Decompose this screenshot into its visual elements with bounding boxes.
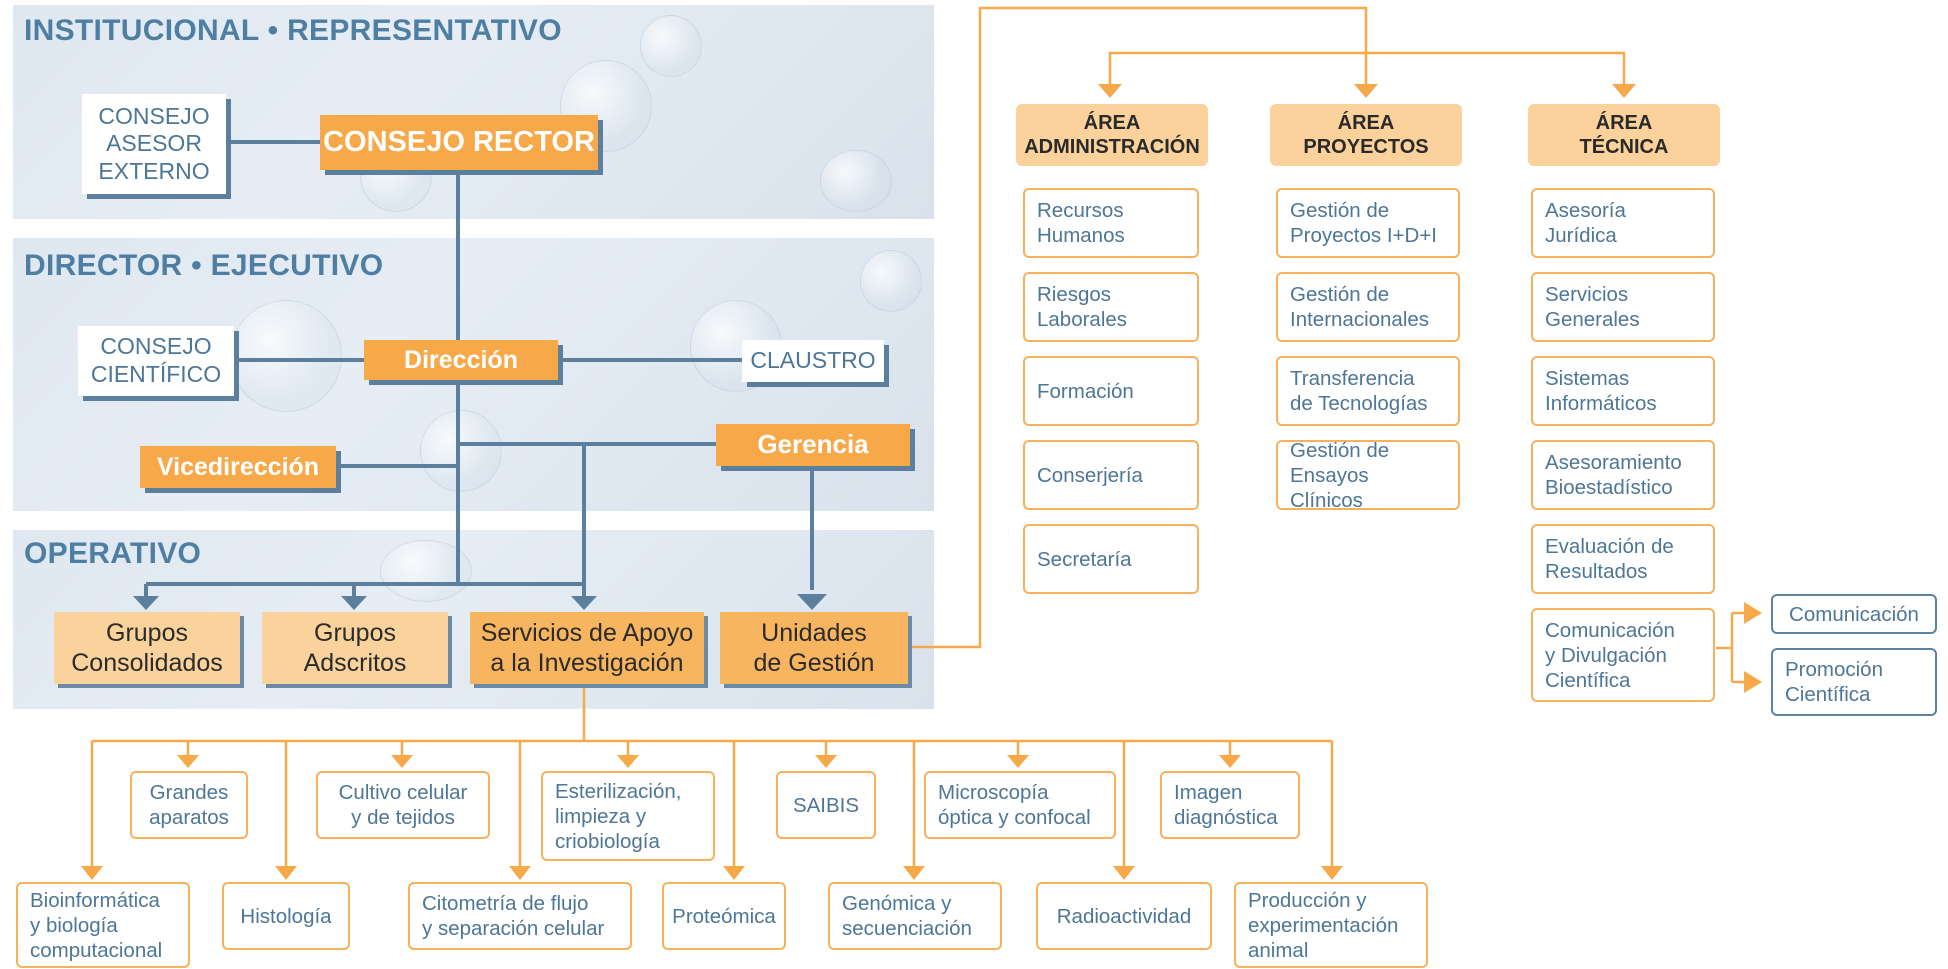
gerencia: Gerencia xyxy=(716,424,910,466)
consejo-rector-label: CONSEJO RECTOR xyxy=(323,126,595,159)
molecule-bubble xyxy=(820,150,892,212)
service-label: Grandes aparatos xyxy=(149,781,229,829)
grupos-consolidados: Grupos Consolidados xyxy=(54,612,240,684)
area-item: Gestión de Internacionales xyxy=(1276,272,1460,342)
area-administracion-title: ÁREA ADMINISTRACIÓN xyxy=(1024,112,1200,158)
area-item: Conserjería xyxy=(1023,440,1199,510)
service-box: Esterilización, limpieza y criobiología xyxy=(541,771,715,861)
area-item-label: Formación xyxy=(1037,379,1134,403)
area-item-label: Comunicación y Divulgación Científica xyxy=(1545,618,1675,692)
area-item: Formación xyxy=(1023,356,1199,426)
area-item-label: Transferencia de Tecnologías xyxy=(1290,367,1428,415)
area-item-label: Riesgos Laborales xyxy=(1037,283,1128,331)
service-label: Producción y experimentación animal xyxy=(1248,888,1399,962)
service-box: Radioactividad xyxy=(1036,882,1212,950)
area-administracion-header: ÁREA ADMINISTRACIÓN xyxy=(1016,104,1208,166)
area-item-label: Gestión de Internacionales xyxy=(1290,283,1430,331)
service-box: Citometría de flujo y separación celular xyxy=(408,882,632,950)
area-item: Evaluación de Resultados xyxy=(1531,524,1715,594)
band-title-institucional: INSTITUCIONAL • REPRESENTATIVO xyxy=(24,14,562,47)
area-proyectos-header: ÁREA PROYECTOS xyxy=(1270,104,1462,166)
area-tecnica-header: ÁREA TÉCNICA xyxy=(1528,104,1720,166)
band-title-operativo: OPERATIVO xyxy=(24,537,202,570)
molecule-bubble xyxy=(860,250,922,312)
area-item: Recursos Humanos xyxy=(1023,188,1199,258)
area-item: Servicios Generales xyxy=(1531,272,1715,342)
consejo-cientifico: CONSEJO CIENTÍFICO xyxy=(78,326,234,396)
area-item: Sistemas Informáticos xyxy=(1531,356,1715,426)
grupos-consolidados-label: Grupos Consolidados xyxy=(71,619,223,677)
molecule-bubble xyxy=(420,410,502,492)
gerencia-label: Gerencia xyxy=(757,429,869,460)
direccion-label: Dirección xyxy=(404,346,518,374)
claustro-label: CLAUSTRO xyxy=(750,347,876,374)
unidades-gestion: Unidades de Gestión xyxy=(720,612,908,684)
service-label: Proteómica xyxy=(672,904,776,928)
area-item: Gestión de Proyectos I+D+I xyxy=(1276,188,1460,258)
service-label: Citometría de flujo y separación celular xyxy=(422,892,605,940)
consejo-asesor-externo-label: CONSEJO ASESOR EXTERNO xyxy=(98,102,210,184)
service-label: Histología xyxy=(240,904,332,928)
service-label: SAIBIS xyxy=(792,793,860,817)
area-item: Riesgos Laborales xyxy=(1023,272,1199,342)
promocion-cientifica-label: Promoción Científica xyxy=(1785,658,1883,706)
service-box: Bioinformática y biología computacional xyxy=(16,882,190,968)
service-box: Producción y experimentación animal xyxy=(1234,882,1428,968)
service-label: Bioinformática y biología computacional xyxy=(30,888,163,962)
grupos-adscritos-label: Grupos Adscritos xyxy=(303,619,407,677)
area-item: Asesoramiento Bioestadístico xyxy=(1531,440,1715,510)
area-item: Asesoría Jurídica xyxy=(1531,188,1715,258)
service-box: SAIBIS xyxy=(776,771,876,839)
band-title-director: DIRECTOR • EJECUTIVO xyxy=(24,249,384,282)
service-box: Imagen diagnóstica xyxy=(1160,771,1300,839)
vicedireccion-label: Vicedirección xyxy=(156,453,320,481)
area-item-label: Asesoramiento Bioestadístico xyxy=(1545,451,1682,499)
area-item-label: Sistemas Informáticos xyxy=(1545,367,1657,415)
area-item: Gestión de Ensayos Clínicos xyxy=(1276,438,1460,512)
service-label: Cultivo celular y de tejidos xyxy=(338,781,468,829)
vicedireccion: Vicedirección xyxy=(140,446,336,488)
service-label: Microscopía óptica y confocal xyxy=(938,781,1091,829)
area-item-label: Secretaría xyxy=(1037,547,1132,571)
servicios-apoyo-investigacion: Servicios de Apoyo a la Investigación xyxy=(470,612,704,684)
area-item-label: Gestión de Proyectos I+D+I xyxy=(1290,199,1437,247)
area-tecnica-title: ÁREA TÉCNICA xyxy=(1579,112,1669,158)
consejo-cientifico-label: CONSEJO CIENTÍFICO xyxy=(90,333,222,387)
consejo-asesor-externo: CONSEJO ASESOR EXTERNO xyxy=(82,94,226,194)
service-label: Genómica y secuenciación xyxy=(842,892,972,940)
area-item-label: Recursos Humanos xyxy=(1037,199,1125,247)
grupos-adscritos: Grupos Adscritos xyxy=(262,612,448,684)
service-box: Histología xyxy=(222,882,350,950)
service-label: Esterilización, limpieza y criobiología xyxy=(555,779,682,853)
promocion-cientifica-box: Promoción Científica xyxy=(1771,648,1937,716)
service-box: Grandes aparatos xyxy=(130,771,248,839)
servicios-apoyo-label: Servicios de Apoyo a la Investigación xyxy=(480,619,694,677)
service-box: Proteómica xyxy=(662,882,786,950)
unidades-gestion-label: Unidades de Gestión xyxy=(753,619,875,677)
claustro: CLAUSTRO xyxy=(742,340,884,382)
service-box: Microscopía óptica y confocal xyxy=(924,771,1116,839)
area-item: Secretaría xyxy=(1023,524,1199,594)
molecule-bubble xyxy=(640,15,702,77)
direccion: Dirección xyxy=(364,340,558,380)
service-label: Imagen diagnóstica xyxy=(1174,781,1278,829)
consejo-rector: CONSEJO RECTOR xyxy=(320,115,598,170)
area-item: Transferencia de Tecnologías xyxy=(1276,356,1460,426)
area-item: Comunicación y Divulgación Científica xyxy=(1531,608,1715,702)
service-label: Radioactividad xyxy=(1056,904,1192,928)
service-box: Cultivo celular y de tejidos xyxy=(316,771,490,839)
comunicacion-box: Comunicación xyxy=(1771,594,1937,634)
service-box: Genómica y secuenciación xyxy=(828,882,1002,950)
area-item-label: Servicios Generales xyxy=(1545,283,1640,331)
comunicacion-label: Comunicación xyxy=(1789,602,1919,626)
area-proyectos-title: ÁREA PROYECTOS xyxy=(1303,112,1429,158)
area-item-label: Evaluación de Resultados xyxy=(1545,535,1674,583)
area-item-label: Asesoría Jurídica xyxy=(1545,199,1626,247)
area-item-label: Gestión de Ensayos Clínicos xyxy=(1290,438,1390,512)
area-item-label: Conserjería xyxy=(1037,463,1143,487)
